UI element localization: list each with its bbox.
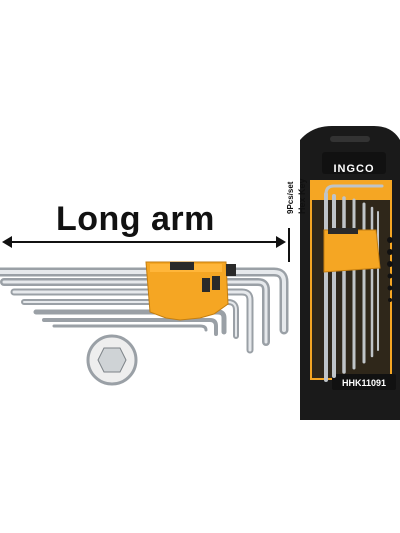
brand-logo: INGCO (333, 163, 375, 175)
double-arrow-icon (2, 228, 290, 262)
key-holder (145, 261, 236, 321)
packaging-card (300, 126, 400, 420)
model-number: HHK11091 (341, 378, 387, 388)
hex-tip-icon (86, 334, 138, 386)
long-arm-caption: Long arm (56, 200, 215, 238)
package-title-line1: 9Pcs/set (286, 181, 295, 214)
package-title-line2: Hex Key (297, 178, 307, 214)
hex-key-set-loose (0, 267, 289, 354)
